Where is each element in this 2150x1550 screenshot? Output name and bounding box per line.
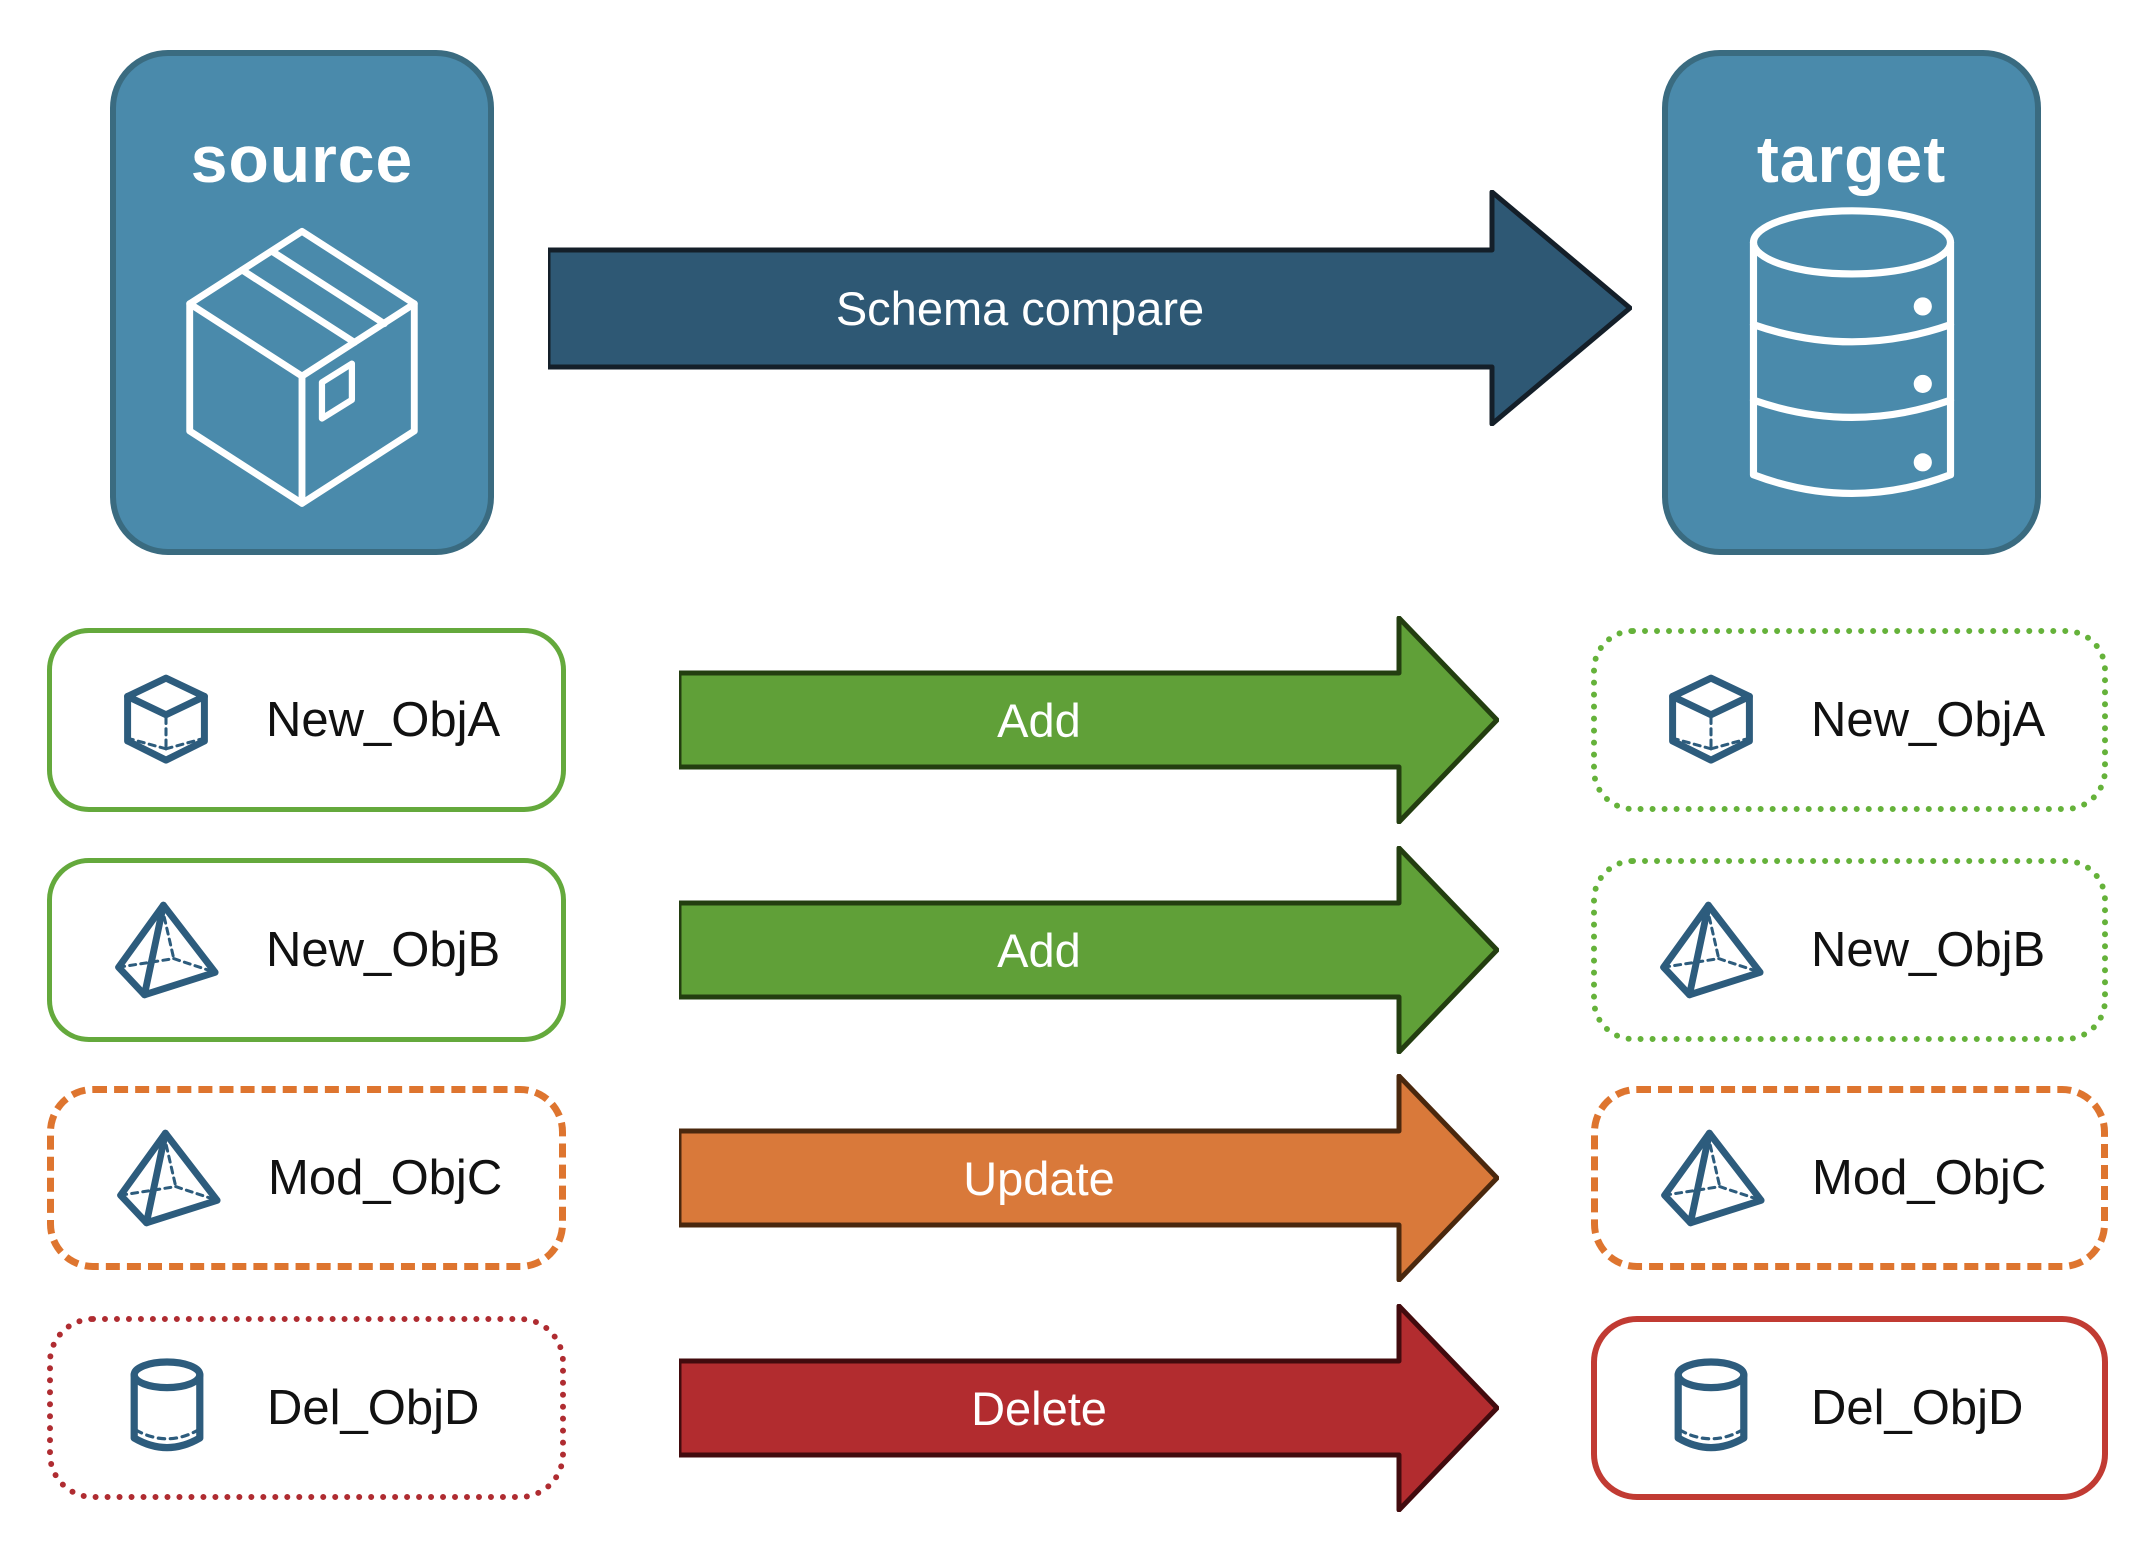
- target-item-mod-objc: Mod_ObjC: [1591, 1086, 2108, 1270]
- target-item-del-objd: Del_ObjD: [1591, 1316, 2108, 1500]
- cylinder-icon: [1655, 1358, 1767, 1458]
- update-arrow-label: Update: [963, 1151, 1115, 1205]
- target-title: target: [1756, 122, 1947, 196]
- schema-compare-arrow: [548, 190, 1632, 426]
- cube-icon: [1655, 670, 1767, 770]
- item-label: Del_ObjD: [1811, 1381, 2024, 1435]
- item-label: New_ObjA: [266, 693, 501, 747]
- item-label: New_ObjB: [266, 923, 501, 977]
- add-arrow-label: Add: [997, 923, 1081, 977]
- package-icon: [171, 208, 433, 518]
- source-node: source: [110, 50, 494, 555]
- cube-icon: [110, 670, 222, 770]
- target-node: target: [1662, 50, 2041, 555]
- item-label: New_ObjB: [1811, 923, 2046, 977]
- source-item-mod-objc: Mod_ObjC: [47, 1086, 566, 1270]
- schema-compare-arrow-label: Schema compare: [835, 282, 1205, 335]
- delete-arrow-label: Delete: [971, 1381, 1107, 1435]
- item-label: Mod_ObjC: [1812, 1151, 2047, 1205]
- cylinder-icon: [111, 1358, 223, 1458]
- delete-arrow: [679, 1304, 1499, 1512]
- pyramid-icon: [1655, 898, 1767, 1002]
- source-item-new-obja: New_ObjA: [47, 628, 566, 812]
- source-item-new-objb: New_ObjB: [47, 858, 566, 1042]
- database-icon: [1738, 206, 1966, 514]
- pyramid-icon: [1656, 1126, 1768, 1230]
- add-arrow: [679, 616, 1499, 824]
- pyramid-icon: [110, 898, 222, 1002]
- source-item-del-objd: Del_ObjD: [47, 1316, 566, 1500]
- update-arrow: [679, 1074, 1499, 1282]
- item-label: New_ObjA: [1811, 693, 2046, 747]
- item-label: Del_ObjD: [267, 1381, 480, 1435]
- add-arrow-label: Add: [997, 693, 1081, 747]
- add-arrow: [679, 846, 1499, 1054]
- item-label: Mod_ObjC: [268, 1151, 503, 1205]
- target-item-new-objb: New_ObjB: [1591, 858, 2108, 1042]
- target-item-new-obja: New_ObjA: [1591, 628, 2108, 812]
- pyramid-icon: [112, 1126, 224, 1230]
- source-title: source: [190, 122, 414, 196]
